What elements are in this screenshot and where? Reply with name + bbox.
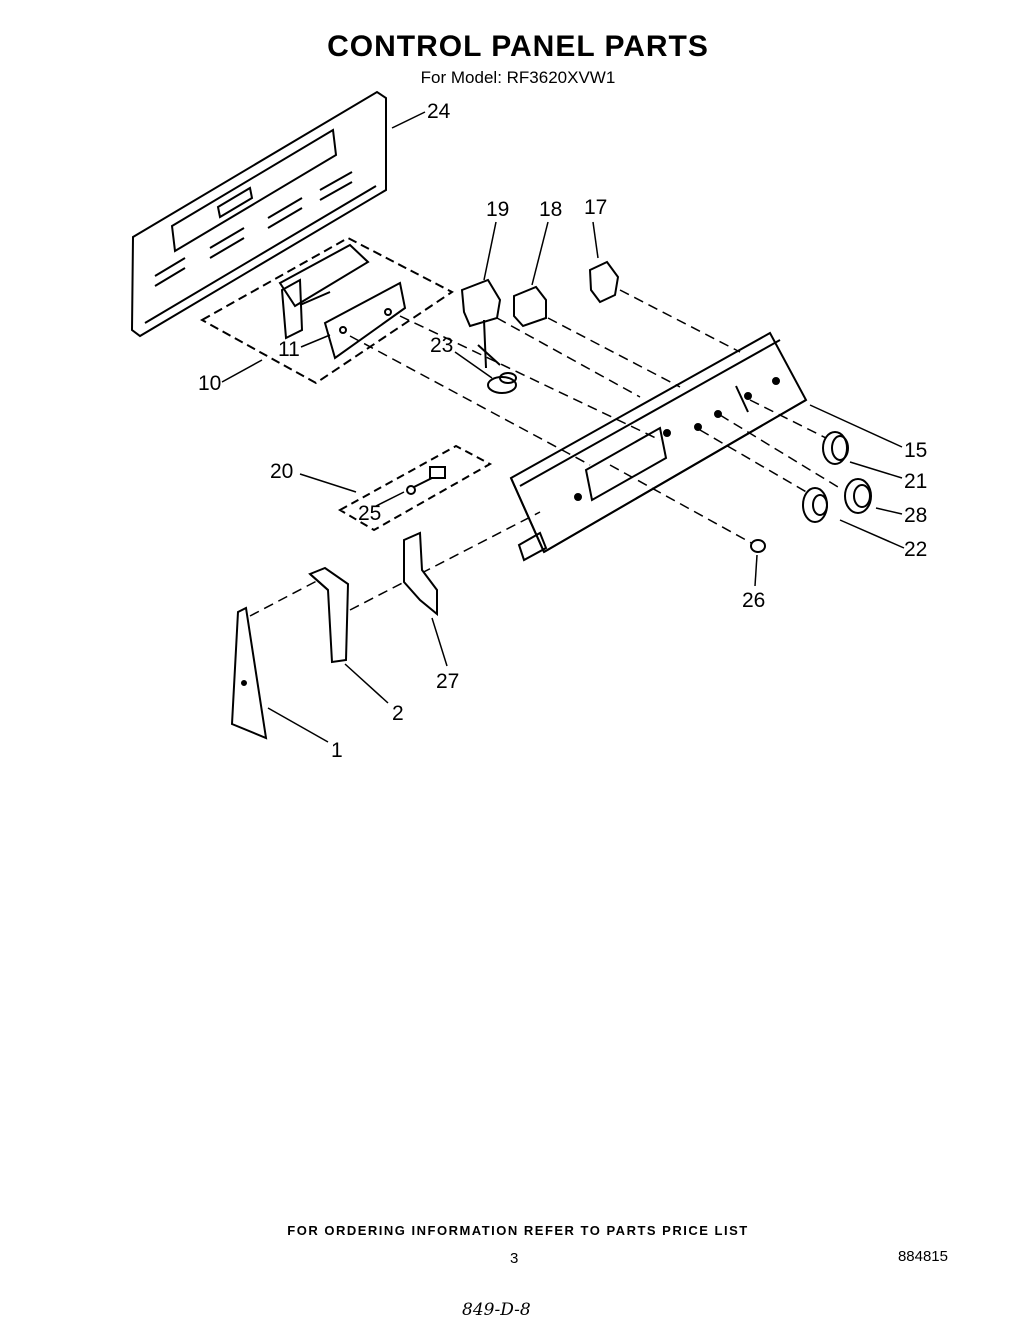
callout-22: 22 <box>904 538 927 561</box>
ordering-note: FOR ORDERING INFORMATION REFER TO PARTS … <box>287 1223 749 1238</box>
callout-26: 26 <box>742 589 765 612</box>
callout-18: 18 <box>539 198 562 221</box>
clock-assembly-part-10 <box>199 236 454 385</box>
knob-part-21 <box>822 431 849 465</box>
callout-1: 1 <box>331 739 343 762</box>
button-part-26 <box>750 539 766 553</box>
leader-arrows <box>221 111 905 743</box>
document-number: 884815 <box>897 1248 948 1265</box>
assembly-lines <box>249 289 839 617</box>
callout-10: 10 <box>198 372 221 395</box>
control-console <box>509 331 808 562</box>
callout-19: 19 <box>486 198 509 221</box>
callout-2: 2 <box>392 702 404 725</box>
page-title: CONTROL PANEL PARTS <box>327 30 709 63</box>
knob-part-28 <box>844 478 872 514</box>
callout-27: 27 <box>436 670 459 693</box>
knob-part-22 <box>802 487 828 523</box>
callout-28: 28 <box>904 504 927 527</box>
callout-11: 11 <box>278 338 300 361</box>
parts-kit-20 <box>337 444 493 532</box>
callout-17: 17 <box>584 196 607 219</box>
switch-part-17 <box>588 260 620 304</box>
callout-23: 23 <box>430 334 453 357</box>
callout-20: 20 <box>270 460 293 483</box>
page-number: 3 <box>510 1250 519 1267</box>
model-subtitle: For Model: RF3620XVW1 <box>420 68 616 87</box>
bracket-part-27 <box>403 531 438 617</box>
callout-15: 15 <box>904 439 927 462</box>
handwritten-note: 849-D-8 <box>462 1300 531 1320</box>
callout-labels: 24 19 18 17 11 23 10 15 21 20 28 25 22 2… <box>198 100 927 762</box>
end-cap-part-2 <box>308 566 350 664</box>
side-trim-part-1 <box>230 606 268 740</box>
clip-part-23 <box>487 372 517 394</box>
callout-24: 24 <box>427 100 451 123</box>
rear-panel-part-24 <box>130 90 387 338</box>
callout-25: 25 <box>358 502 381 525</box>
relay-part-18 <box>513 285 547 328</box>
callout-21: 21 <box>904 470 927 493</box>
